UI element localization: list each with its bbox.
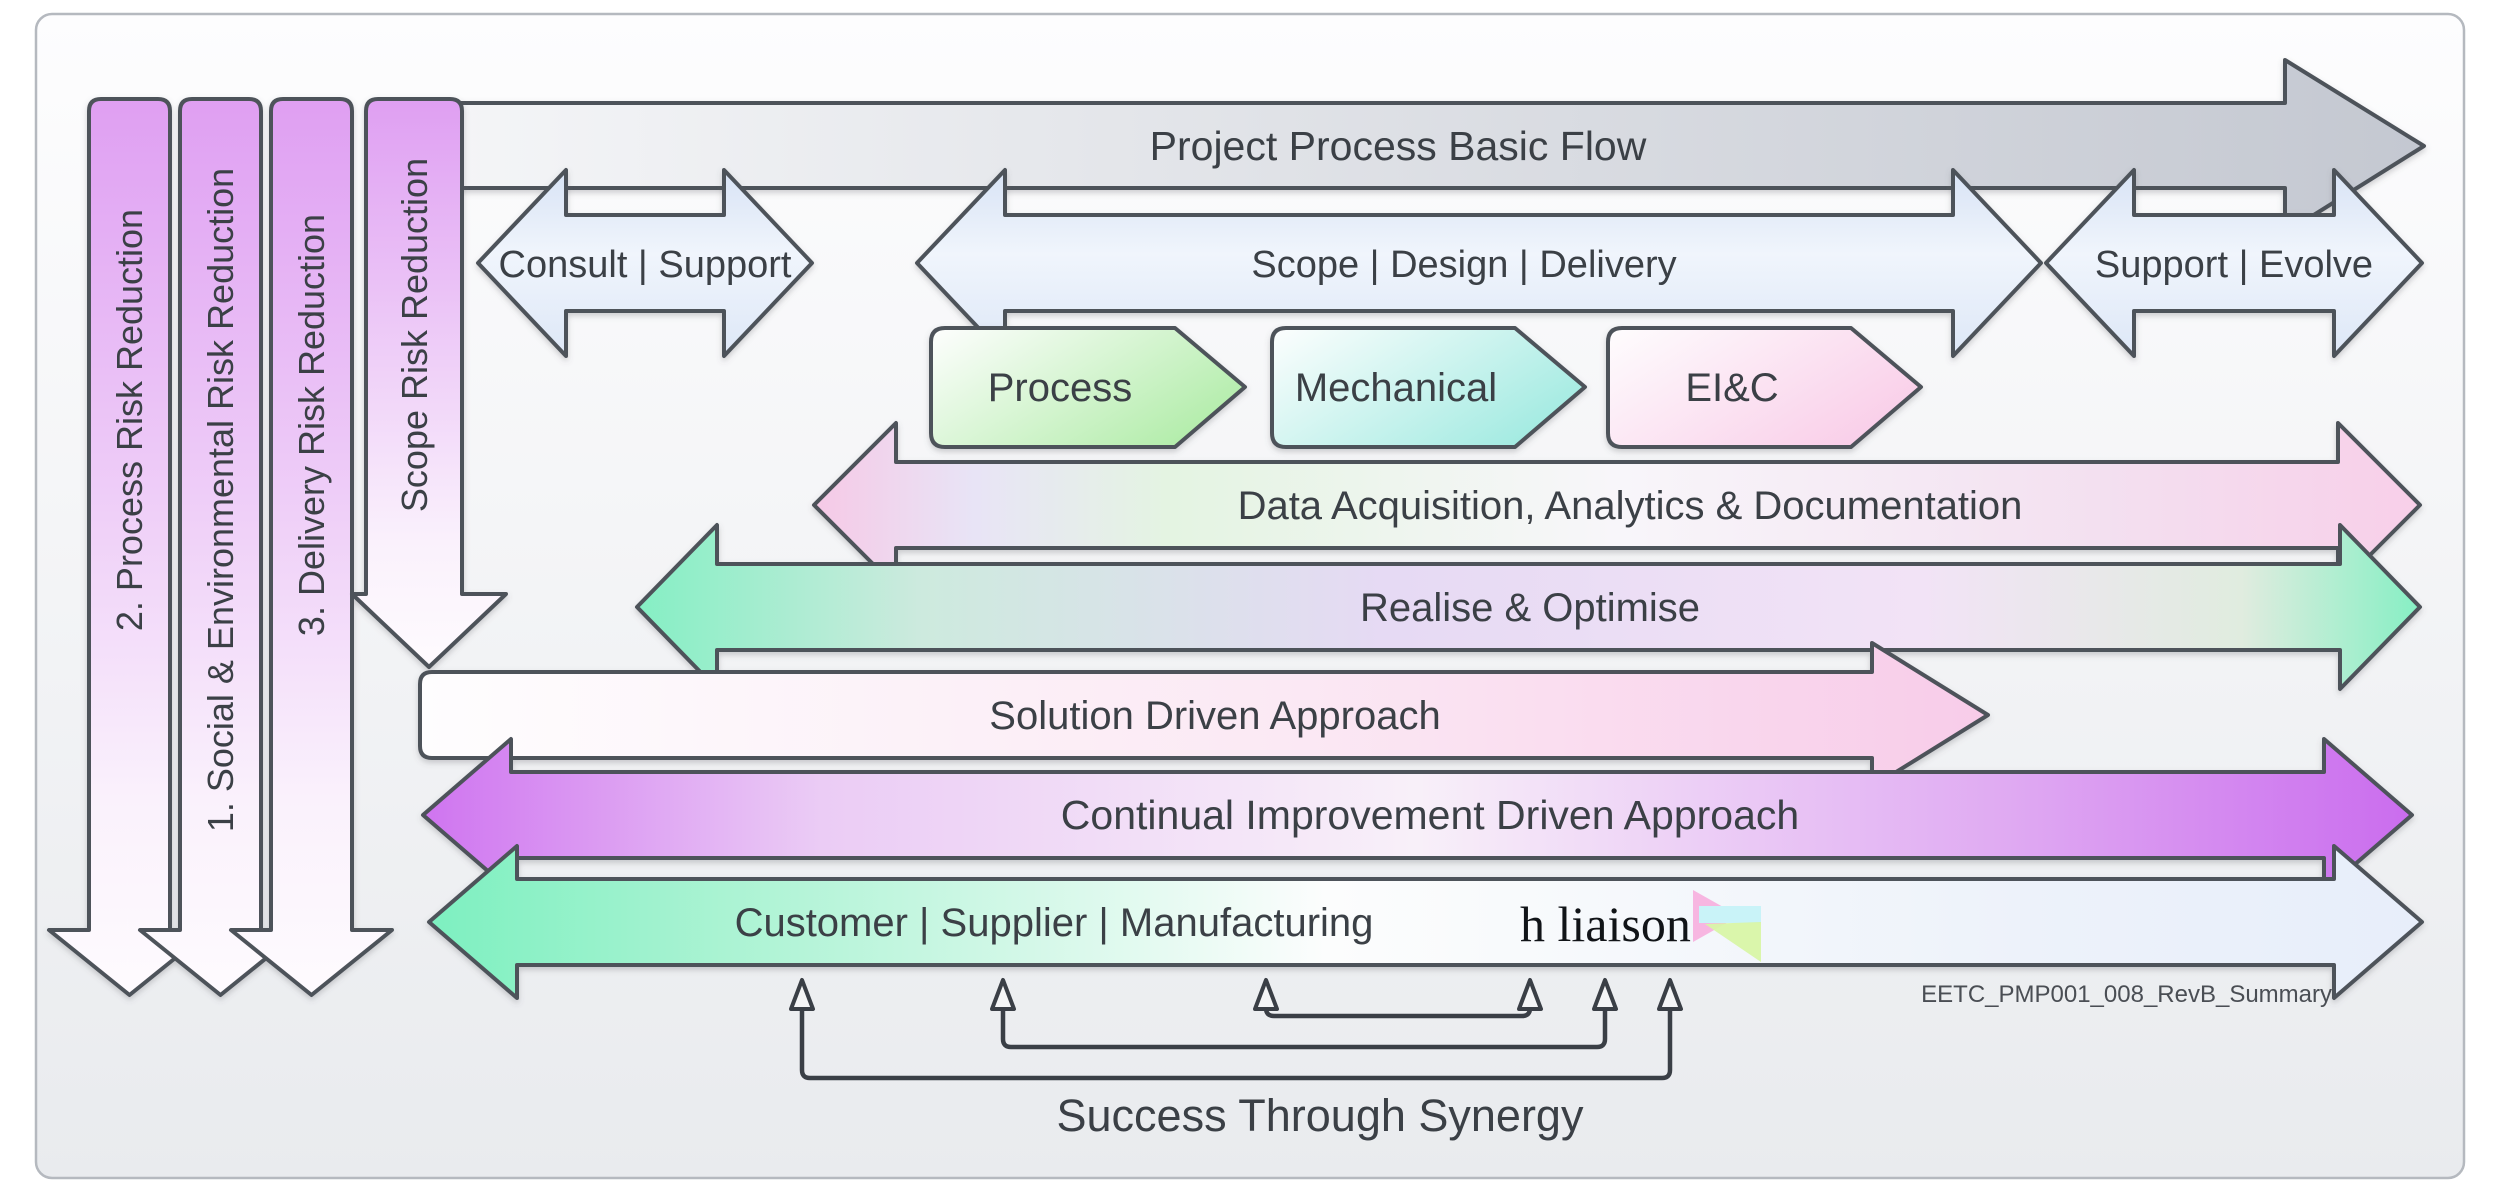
process-pentagon	[929, 326, 1247, 449]
project-process-basic-flow-label: Project Process Basic Flow	[1150, 123, 1647, 169]
delivery-risk-label: 3. Delivery Risk Reduction	[291, 214, 332, 636]
up-arrow-icon	[1592, 978, 1618, 1011]
data-acquisition-label: Data Acquisition, Analytics & Documentat…	[1238, 484, 2023, 528]
synergy-label: Success Through Synergy	[1057, 1090, 1584, 1141]
up-arrow-icon	[990, 978, 1016, 1011]
customer-supplier-arrow	[427, 844, 2424, 1000]
social-environmental-risk-arrow	[138, 97, 303, 997]
solution-driven-label: Solution Driven Approach	[989, 694, 1440, 738]
support-evolve-arrow	[2044, 168, 2424, 358]
social-environmental-risk-label: 1. Social & Environmental Risk Reduction	[200, 168, 241, 832]
process-risk-label: 2. Process Risk Reduction	[109, 209, 150, 631]
scope-design-delivery-label: Scope | Design | Delivery	[1251, 244, 1676, 286]
customer-supplier-label: Customer | Supplier | Manufacturing	[735, 901, 1374, 945]
scope-risk-arrow	[350, 97, 508, 669]
data-acquisition-arrow	[812, 421, 2422, 589]
consult-support-arrow	[476, 168, 814, 358]
bracket-inner	[1263, 1002, 1533, 1019]
bracket-outer	[799, 1002, 1673, 1081]
realise-optimise-label: Realise & Optimise	[1360, 586, 1700, 630]
mechanical-pentagon	[1270, 326, 1587, 449]
up-arrow-icon	[1253, 978, 1279, 1011]
glitch-logo-icon	[1693, 890, 1761, 962]
support-evolve-label: Support | Evolve	[2095, 244, 2373, 286]
realise-optimise-arrow	[635, 523, 2422, 691]
scope-risk-label: Scope Risk Reduction	[394, 158, 435, 512]
mechanical-label: Mechanical	[1295, 366, 1497, 410]
process-risk-arrow	[47, 97, 212, 997]
up-arrow-icon	[789, 978, 815, 1011]
eic-pentagon	[1606, 326, 1923, 449]
liaison-text: h liaison	[1520, 896, 1691, 952]
delivery-risk-arrow	[229, 97, 394, 997]
doc-ref: EETC_PMP001_008_RevB_Summary	[1921, 981, 2332, 1008]
continual-improvement-label: Continual Improvement Driven Approach	[1061, 792, 1799, 838]
consult-support-label: Consult | Support	[499, 244, 792, 286]
up-arrow-icon	[1517, 978, 1543, 1011]
up-arrow-icon	[1657, 978, 1683, 1011]
synergy-brackets	[789, 978, 1683, 1081]
eic-label: EI&C	[1685, 366, 1778, 410]
bracket-middle	[1000, 1002, 1608, 1050]
process-label: Process	[988, 366, 1133, 410]
